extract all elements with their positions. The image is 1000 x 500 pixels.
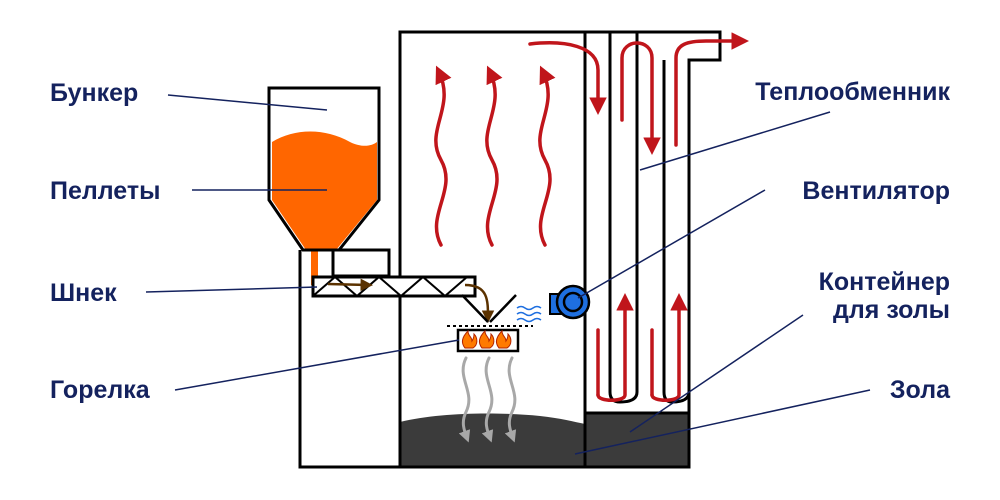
fan-icon	[549, 284, 591, 320]
ash-container-label-line2: для золы	[833, 296, 950, 324]
labels: Бункер Пеллеты Шнек Горелка Теплообменни…	[50, 78, 951, 404]
hot-gas-flow	[434, 32, 749, 402]
fan-label: Вентилятор	[802, 177, 950, 205]
leader-ash	[574, 389, 871, 455]
burner-label: Горелка	[50, 376, 151, 404]
ash-pile	[400, 413, 585, 467]
leader-lines	[145, 94, 871, 455]
leader-burner	[174, 339, 460, 391]
auger-label: Шнек	[50, 279, 117, 307]
ash-fall-arrows	[458, 356, 517, 443]
heat-exchanger-label: Теплообменник	[755, 78, 950, 106]
auger	[311, 248, 495, 323]
leader-heat-exchanger	[639, 111, 831, 171]
leader-fan	[577, 189, 766, 299]
flame-icon	[478, 329, 495, 349]
heat-exchanger-tubes	[608, 32, 691, 404]
fan-airflow	[516, 305, 542, 323]
leader-hopper	[167, 94, 328, 111]
feed-chute	[461, 294, 517, 323]
leader-auger	[145, 286, 318, 293]
pellets-fill	[272, 131, 377, 285]
ash-container-label-line1: Контейнер	[819, 268, 950, 296]
flame-icon	[495, 329, 512, 349]
flame-icon	[461, 329, 478, 349]
pellets-label: Пеллеты	[50, 177, 160, 205]
hopper-label: Бункер	[50, 79, 138, 107]
ash-label: Зола	[890, 376, 951, 404]
burner	[447, 325, 533, 353]
leader-ash-container	[629, 314, 804, 433]
